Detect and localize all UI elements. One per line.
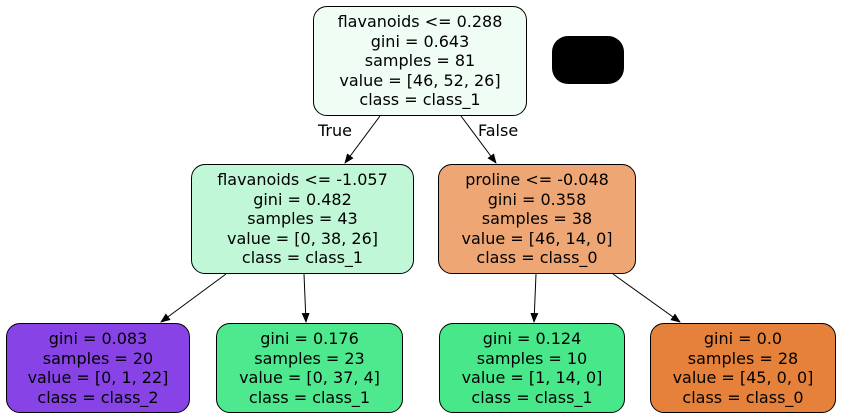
node-text-line: value = [0, 38, 26] bbox=[226, 228, 378, 248]
node-text-line: gini = 0.358 bbox=[487, 189, 587, 209]
node-text-line: samples = 38 bbox=[481, 209, 593, 229]
node-text-line: class = class_1 bbox=[248, 387, 371, 407]
edge-label-false: False bbox=[478, 121, 519, 140]
node-text-line: samples = 81 bbox=[364, 51, 476, 71]
tree-edge bbox=[160, 273, 227, 323]
node-text-line: class = class_0 bbox=[682, 387, 804, 407]
node-text-line: class = class_2 bbox=[37, 387, 159, 407]
tree-edge bbox=[460, 115, 497, 164]
node-text-line: gini = 0.176 bbox=[260, 329, 359, 348]
node-text-line: samples = 43 bbox=[247, 209, 358, 229]
node-text-line: class = class_1 bbox=[359, 90, 481, 110]
node-text-line: value = [0, 1, 22] bbox=[27, 368, 169, 387]
node-text-line: gini = 0.482 bbox=[253, 189, 352, 209]
node-text-line: gini = 0.643 bbox=[370, 31, 470, 51]
node-text-line: proline <= -0.048 bbox=[465, 170, 609, 190]
node-text-line: value = [45, 0, 0] bbox=[672, 368, 814, 387]
tree-edge bbox=[301, 273, 310, 323]
node-text-line: class = class_0 bbox=[476, 248, 598, 268]
node-text-line: value = [46, 14, 0] bbox=[461, 228, 613, 248]
node-text-line: value = [0, 37, 4] bbox=[239, 368, 380, 387]
node-text-line: class = class_1 bbox=[241, 248, 364, 268]
redaction-blob bbox=[552, 36, 624, 84]
node-text-line: gini = 0.083 bbox=[48, 329, 148, 348]
node-text-line: gini = 0.124 bbox=[482, 329, 582, 348]
node-text-line: flavanoids <= -1.057 bbox=[217, 170, 388, 190]
node-text-line: value = [46, 52, 26] bbox=[339, 70, 501, 90]
node-text-line: flavanoids <= 0.288 bbox=[337, 12, 503, 32]
node-text-line: samples = 20 bbox=[42, 348, 154, 368]
node-text-line: value = [1, 14, 0] bbox=[461, 368, 603, 387]
tree-edge bbox=[344, 115, 381, 164]
node-text-line: samples = 23 bbox=[254, 348, 365, 368]
node-text-line: samples = 28 bbox=[687, 348, 799, 368]
node-text-line: samples = 10 bbox=[476, 348, 588, 368]
tree-edge bbox=[530, 273, 539, 323]
tree-edge bbox=[612, 273, 681, 323]
node-text-line: class = class_1 bbox=[471, 387, 593, 407]
node-text-line: gini = 0.0 bbox=[703, 329, 783, 348]
edge-label-true: True bbox=[318, 121, 352, 140]
